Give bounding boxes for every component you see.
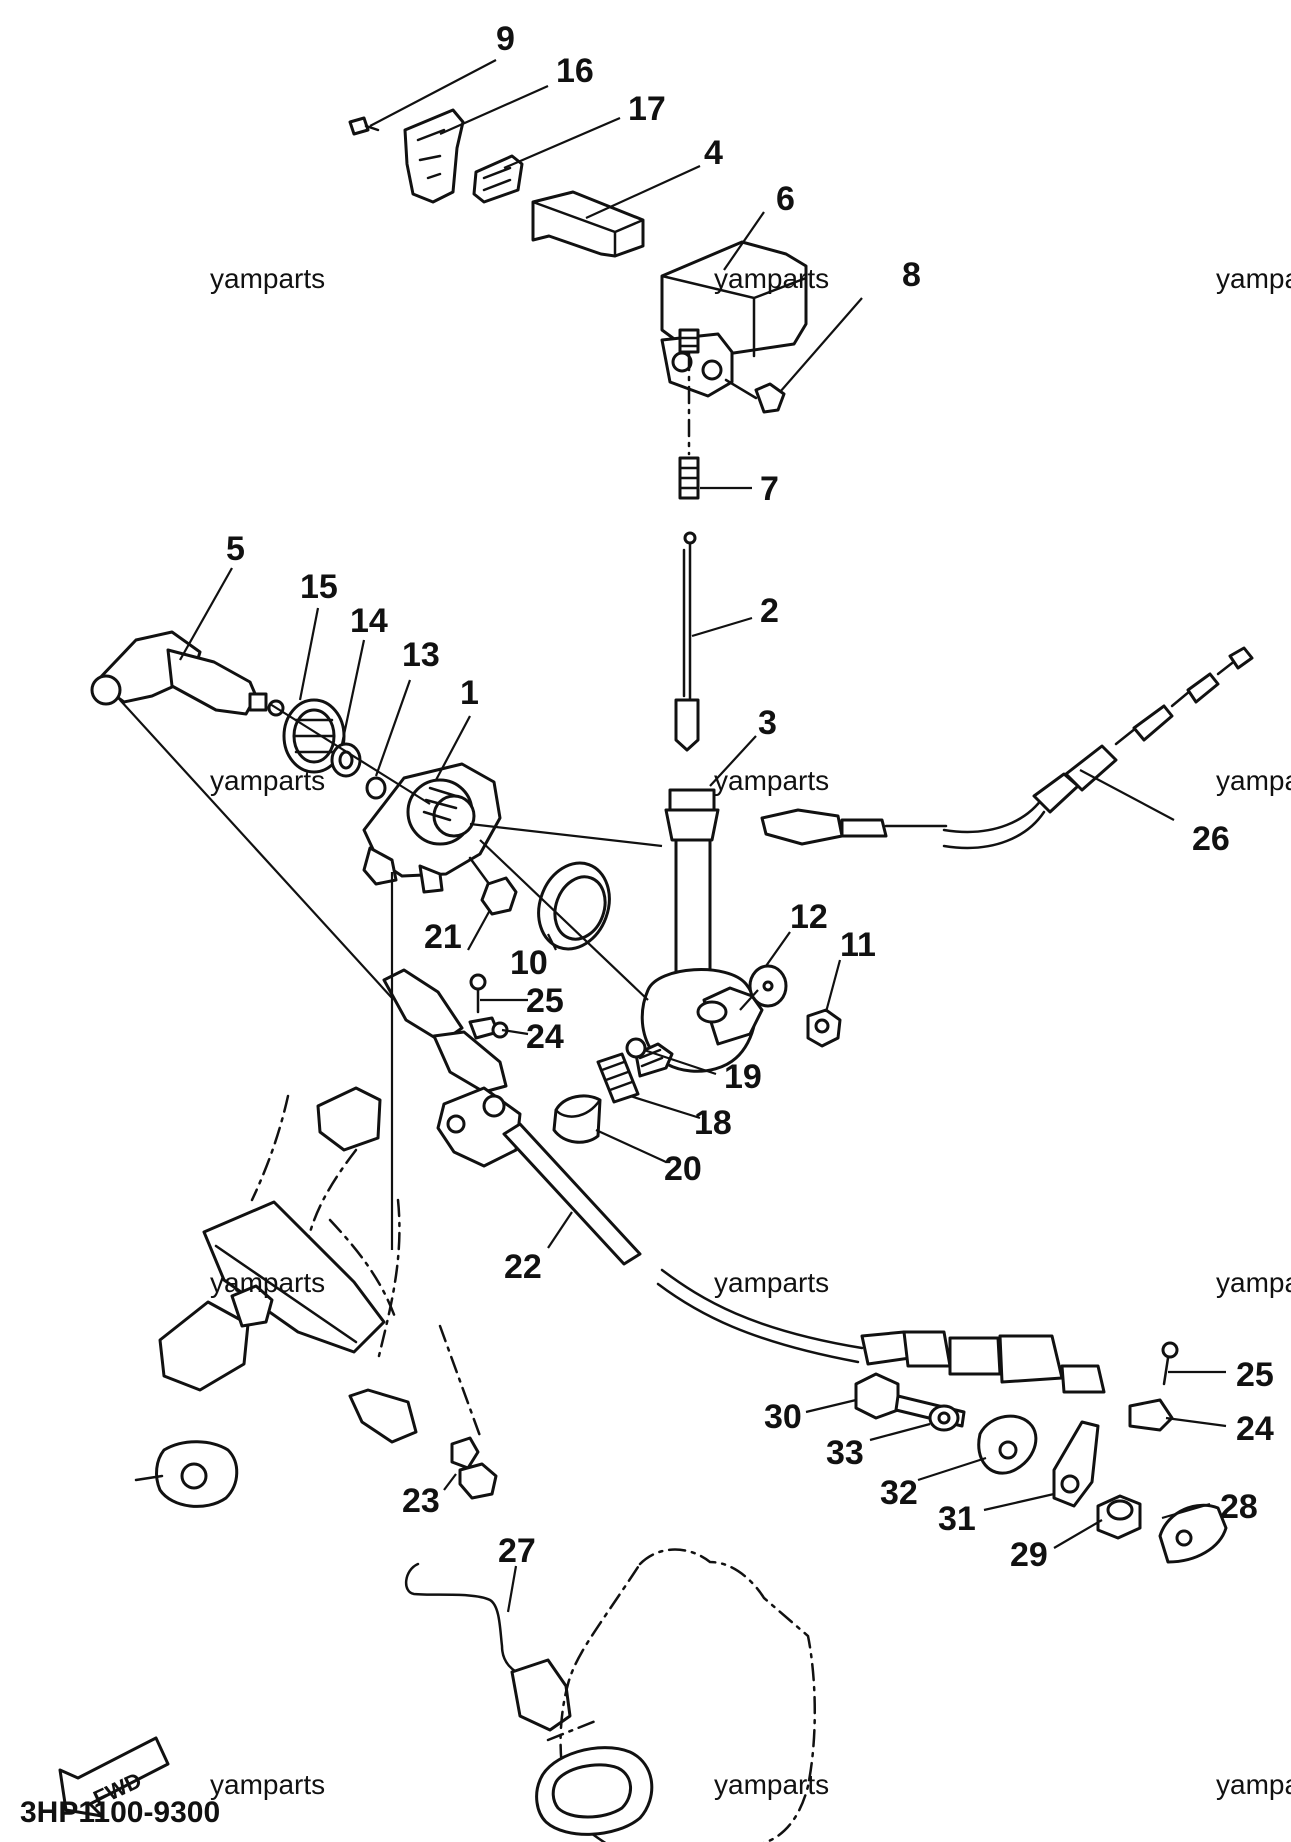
callout-25-upper: 25 bbox=[526, 982, 564, 1020]
callout-18: 18 bbox=[694, 1104, 732, 1142]
part-1-housing bbox=[362, 762, 502, 894]
callout-1: 1 bbox=[460, 674, 479, 712]
watermark: yamparts bbox=[210, 765, 325, 796]
callout-15: 15 bbox=[300, 568, 338, 606]
engine-outline bbox=[535, 1548, 817, 1842]
part-33-washer bbox=[928, 1404, 960, 1432]
part-20-plug bbox=[552, 1094, 602, 1144]
part-18-spring bbox=[596, 1052, 640, 1104]
callout-33: 33 bbox=[826, 1434, 864, 1472]
part-4-pad bbox=[531, 190, 645, 258]
part-3-shaft-assembly bbox=[634, 788, 764, 1078]
watermark: yamparts bbox=[210, 1267, 325, 1298]
part-12-washer bbox=[748, 964, 788, 1008]
callout-8: 8 bbox=[902, 256, 921, 294]
part-32-cam bbox=[977, 1414, 1038, 1475]
diagram-code: 3HP1100-9300 bbox=[20, 1796, 220, 1829]
callout-leaders bbox=[179, 59, 1227, 1613]
part-25-pin-lower bbox=[1161, 1341, 1179, 1386]
watermark: yamparts bbox=[714, 765, 829, 796]
callout-2: 2 bbox=[760, 592, 779, 630]
callout-23: 23 bbox=[402, 1482, 440, 1520]
part-linkage-fork bbox=[382, 968, 522, 1168]
watermark: yamparts bbox=[714, 1267, 829, 1298]
callout-12: 12 bbox=[790, 898, 828, 936]
part-25-pin-upper bbox=[469, 973, 487, 1014]
callout-7: 7 bbox=[760, 470, 779, 508]
assembly-lines bbox=[119, 699, 759, 1250]
callout-27: 27 bbox=[498, 1532, 536, 1570]
callout-10: 10 bbox=[510, 944, 548, 982]
watermark: yamparts bbox=[1216, 765, 1291, 796]
callout-25-lower: 25 bbox=[1236, 1356, 1274, 1394]
callout-4: 4 bbox=[704, 134, 723, 172]
watermark: yamparts bbox=[210, 263, 325, 294]
callout-11: 11 bbox=[840, 926, 876, 964]
callout-21: 21 bbox=[424, 918, 462, 956]
part-23-bolt bbox=[450, 1436, 498, 1500]
watermark: yamparts bbox=[1216, 1267, 1291, 1298]
part-lower-cable bbox=[656, 1268, 1106, 1394]
part-27-pipe bbox=[405, 1562, 572, 1732]
callout-9: 9 bbox=[496, 20, 515, 58]
part-frame-bracket bbox=[134, 1086, 482, 1508]
part-5-shaft bbox=[90, 630, 285, 717]
part-19-ball bbox=[625, 1037, 647, 1059]
callout-14: 14 bbox=[350, 602, 388, 640]
part-7-spring bbox=[678, 328, 700, 500]
callout-20: 20 bbox=[664, 1150, 702, 1188]
part-24-pin-lower bbox=[1128, 1398, 1174, 1432]
part-8-screw bbox=[724, 378, 786, 414]
callout-28: 28 bbox=[1220, 1488, 1258, 1526]
part-13-oring bbox=[365, 776, 387, 800]
watermark: yamparts bbox=[714, 1769, 829, 1800]
part-9-screw bbox=[348, 116, 380, 136]
part-15-seal bbox=[282, 698, 346, 774]
callout-6: 6 bbox=[776, 180, 795, 218]
part-11-nut bbox=[806, 1008, 842, 1048]
part-22-lever-rod bbox=[502, 1122, 642, 1266]
callout-22: 22 bbox=[504, 1248, 542, 1286]
callout-24-upper: 24 bbox=[526, 1018, 564, 1056]
part-17-clip bbox=[472, 154, 524, 204]
callout-19: 19 bbox=[724, 1058, 762, 1096]
part-28-cap bbox=[1158, 1503, 1228, 1564]
callout-13: 13 bbox=[402, 636, 440, 674]
callout-16: 16 bbox=[556, 52, 594, 90]
callout-29: 29 bbox=[1010, 1536, 1048, 1574]
watermark: yamparts bbox=[210, 1769, 325, 1800]
callout-5: 5 bbox=[226, 530, 245, 568]
part-24-pin-upper bbox=[468, 1016, 509, 1040]
callout-24-lower: 24 bbox=[1236, 1410, 1274, 1448]
part-2-rod bbox=[674, 531, 700, 752]
part-29-bushing bbox=[1096, 1494, 1142, 1540]
callout-26: 26 bbox=[1192, 820, 1230, 858]
part-26-cable bbox=[760, 646, 1254, 850]
callouts: 9 16 17 4 6 8 7 2 5 15 14 13 1 3 26 21 1… bbox=[226, 20, 1274, 1574]
watermarks: yamparts yamparts yamparts yamparts yamp… bbox=[210, 263, 1291, 1800]
part-16-bracket bbox=[403, 108, 465, 204]
callout-3: 3 bbox=[758, 704, 777, 742]
watermark: yamparts bbox=[1216, 263, 1291, 294]
callout-17: 17 bbox=[628, 90, 666, 128]
callout-31: 31 bbox=[938, 1500, 976, 1538]
watermark: yamparts bbox=[1216, 1769, 1291, 1800]
part-14-washer bbox=[330, 742, 362, 778]
callout-32: 32 bbox=[880, 1474, 918, 1512]
part-21-bolt bbox=[468, 856, 518, 916]
callout-30: 30 bbox=[764, 1398, 802, 1436]
part-31-lever bbox=[1052, 1420, 1100, 1508]
watermark: yamparts bbox=[714, 263, 829, 294]
